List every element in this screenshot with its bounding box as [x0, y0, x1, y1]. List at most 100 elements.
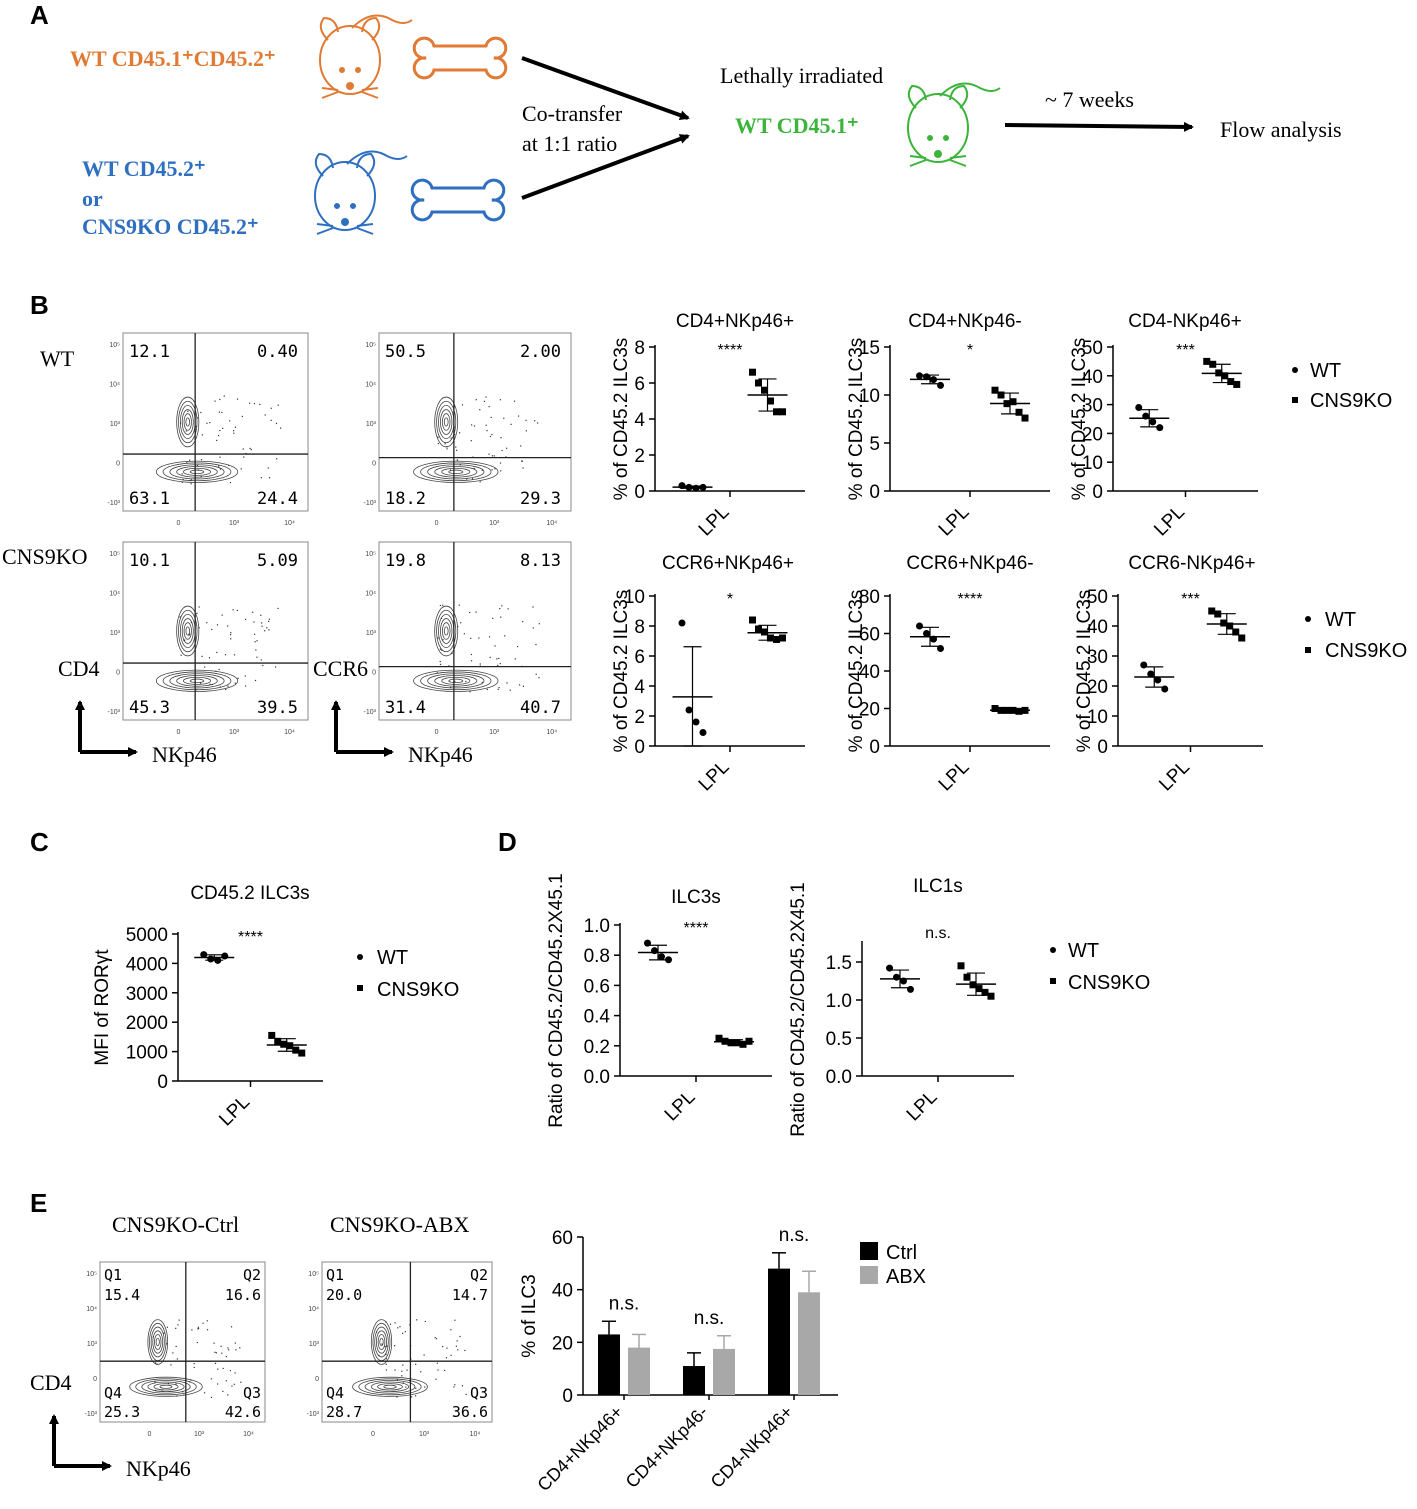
- data-point-cns9ko: [1226, 622, 1234, 630]
- axis-label-cd4-b: CD4: [58, 656, 100, 681]
- y-tick-label: 0: [1092, 482, 1103, 503]
- event-dot: [510, 423, 512, 425]
- contour-line: [189, 469, 205, 475]
- event-dot: [439, 663, 442, 665]
- contour-line: [413, 669, 499, 692]
- event-dot: [470, 637, 472, 639]
- event-dot: [415, 1363, 417, 1365]
- event-dot: [175, 1327, 177, 1329]
- data-point-cns9ko: [733, 1039, 741, 1047]
- event-dot: [268, 618, 271, 620]
- data-point-wt: [214, 956, 222, 964]
- event-dot: [229, 634, 232, 636]
- event-dot: [494, 645, 496, 647]
- bar-ctrl: [768, 1268, 790, 1395]
- cotransfer-line1: Co-transfer: [522, 101, 623, 126]
- event-dot: [161, 1389, 163, 1391]
- y-tick-label: 0.2: [584, 1037, 610, 1058]
- contour-group: [155, 605, 239, 692]
- event-dot: [446, 448, 448, 450]
- event-dot: [206, 1329, 209, 1331]
- event-dot: [198, 627, 200, 629]
- legend-abx-label: ABX: [886, 1266, 926, 1288]
- event-dot: [179, 616, 181, 618]
- y-decade-label: 10⁵: [365, 342, 376, 349]
- y-tick-label: 40: [1087, 617, 1108, 638]
- quadrant-value-q1: 20.0: [326, 1286, 362, 1304]
- y-decade-label: 10³: [110, 421, 121, 428]
- y-axis-label: Ratio of CD45.2/CD45.2X45.1: [546, 873, 567, 1128]
- quadrant-value-q2: 14.7: [452, 1286, 488, 1304]
- contour-line: [441, 413, 451, 431]
- y-tick-label: 1.0: [826, 991, 852, 1012]
- contour-line: [147, 1381, 185, 1393]
- row-label-cns9ko: CNS9KO: [2, 544, 88, 569]
- x-decade-label: 10⁴: [243, 1431, 254, 1438]
- y-tick-label: 2: [634, 707, 645, 728]
- event-dot: [415, 1387, 417, 1389]
- contour-line: [152, 1330, 164, 1354]
- event-dot: [535, 673, 537, 675]
- data-point-wt: [1142, 412, 1150, 420]
- y-tick-label: 4000: [126, 954, 168, 975]
- event-dot: [233, 1383, 235, 1385]
- y-axis-label: Ratio of CD45.2/CD45.2X45.1: [788, 882, 809, 1137]
- data-point-cns9ko: [1227, 378, 1235, 386]
- quadrant-value-top-right: 0.40: [257, 342, 298, 362]
- data-point-wt: [678, 482, 686, 490]
- blue-mouse-icon: [314, 150, 408, 235]
- contour-line: [434, 466, 478, 478]
- event-dot: [454, 433, 456, 436]
- event-dot: [225, 688, 227, 691]
- event-dot: [436, 672, 438, 674]
- x-tick-label: LPL: [1150, 502, 1189, 541]
- event-dot: [219, 456, 221, 458]
- axis-arrows-e: [49, 1414, 112, 1471]
- y-decade-label: -10³: [364, 709, 377, 716]
- event-dot: [218, 411, 220, 413]
- duration-label: ~ 7 weeks: [1045, 87, 1134, 112]
- y-decade-label: 10³: [366, 630, 377, 637]
- event-dot: [177, 1324, 179, 1326]
- y-tick-label: 0: [634, 482, 645, 503]
- data-point-cns9ko: [997, 391, 1005, 399]
- event-dot: [181, 481, 183, 483]
- chart-title: ILC1s: [913, 876, 963, 897]
- event-dot: [227, 1394, 229, 1396]
- legend-wt-label: WT: [1068, 940, 1099, 962]
- panel-letter-c: C: [30, 827, 49, 857]
- event-dot: [276, 458, 278, 460]
- event-dot: [492, 617, 494, 619]
- event-dot: [261, 622, 263, 624]
- contour-line: [443, 626, 449, 636]
- event-dot: [182, 1391, 184, 1393]
- x-tick-label: LPL: [215, 1092, 254, 1131]
- data-point-wt: [937, 381, 944, 389]
- x-decade-label: 10⁴: [284, 729, 295, 736]
- event-dot: [394, 1369, 396, 1371]
- y-decade-label: 10³: [110, 630, 121, 637]
- quadrant-value-top-left: 50.5: [385, 342, 426, 362]
- event-dot: [197, 1326, 199, 1328]
- event-dot: [402, 1332, 404, 1334]
- contour-line: [413, 460, 499, 483]
- event-dot: [186, 461, 188, 463]
- event-dot: [459, 463, 461, 466]
- arrow-donor1: [521, 56, 690, 120]
- x-tick-label: LPL: [661, 1087, 700, 1126]
- event-dot: [175, 1383, 177, 1385]
- event-dot: [154, 1362, 157, 1364]
- event-dot: [209, 683, 211, 685]
- event-dot: [471, 424, 473, 426]
- data-point-wt: [644, 939, 651, 947]
- data-point-wt: [221, 952, 229, 960]
- quadrant-value-bottom-left: 63.1: [129, 489, 170, 509]
- y-tick-label: 8: [634, 617, 645, 638]
- event-dot: [196, 1341, 198, 1344]
- event-dot: [200, 459, 203, 461]
- contour-line: [427, 464, 485, 480]
- event-dot: [213, 1342, 215, 1344]
